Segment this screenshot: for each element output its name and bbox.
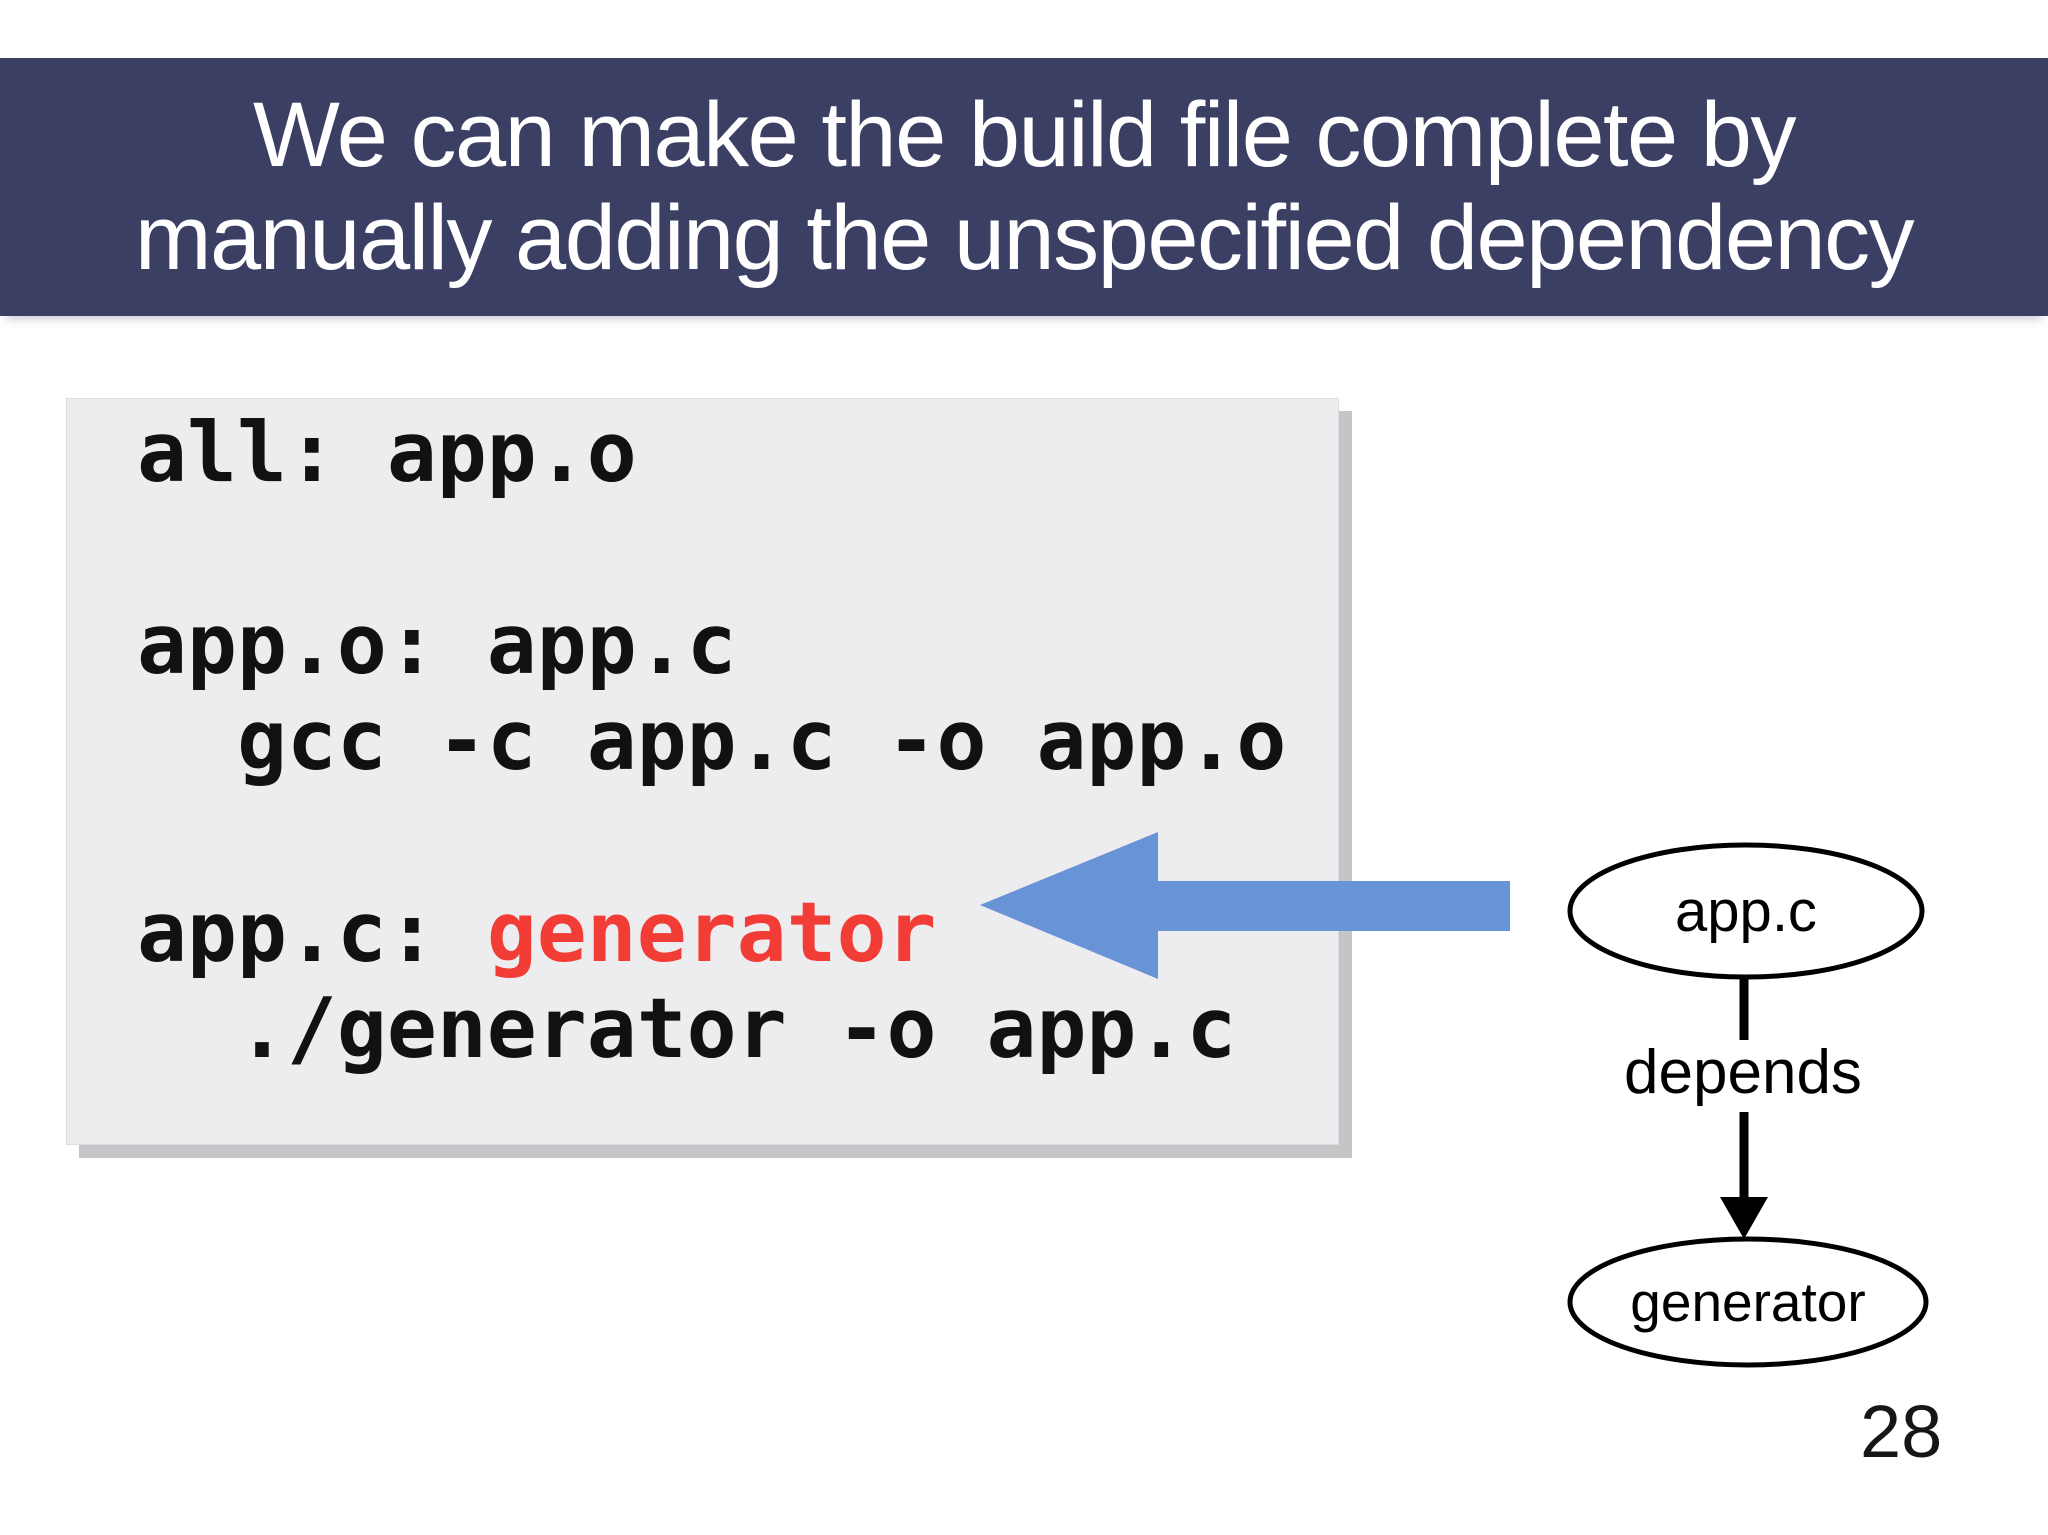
code-line-all: all: app.o <box>137 404 637 501</box>
code-generator-highlight: generator <box>486 884 937 981</box>
makefile-code-box: all: app.o app.o: app.c gcc -c app.c -o … <box>66 398 1339 1145</box>
code-line-blank <box>137 501 1338 597</box>
slide-title-line1: We can make the build file complete by <box>253 84 1796 186</box>
page-number: 28 <box>1860 1390 1943 1473</box>
slide-title-line2: manually adding the unspecified dependen… <box>134 187 1915 289</box>
dependency-diagram: app.c depends generator <box>1567 842 1929 1368</box>
node-appc-ellipse <box>1567 842 1925 980</box>
slide-header: We can make the build file complete by m… <box>0 58 2048 316</box>
code-line-gcc-cmd: gcc -c app.c -o app.o <box>137 692 1287 789</box>
code-line-appc-rule: app.c: generator <box>137 885 1338 981</box>
makefile-code: all: app.o app.o: app.c gcc -c app.c -o … <box>67 405 1338 1077</box>
edge-arrowhead-icon <box>1720 1197 1768 1239</box>
left-arrow-icon <box>980 832 1510 979</box>
edge-depends-label: depends <box>1624 1038 1862 1107</box>
code-line-appo-rule: app.o: app.c <box>137 596 737 693</box>
node-generator-label: generator <box>1630 1271 1865 1333</box>
code-appc-prefix: app.c: <box>137 884 487 981</box>
node-appc-label: app.c <box>1675 879 1817 944</box>
code-line-generator-cmd: ./generator -o app.c <box>137 980 1237 1077</box>
left-arrow-shape <box>980 832 1510 979</box>
node-generator-ellipse <box>1567 1236 1929 1368</box>
